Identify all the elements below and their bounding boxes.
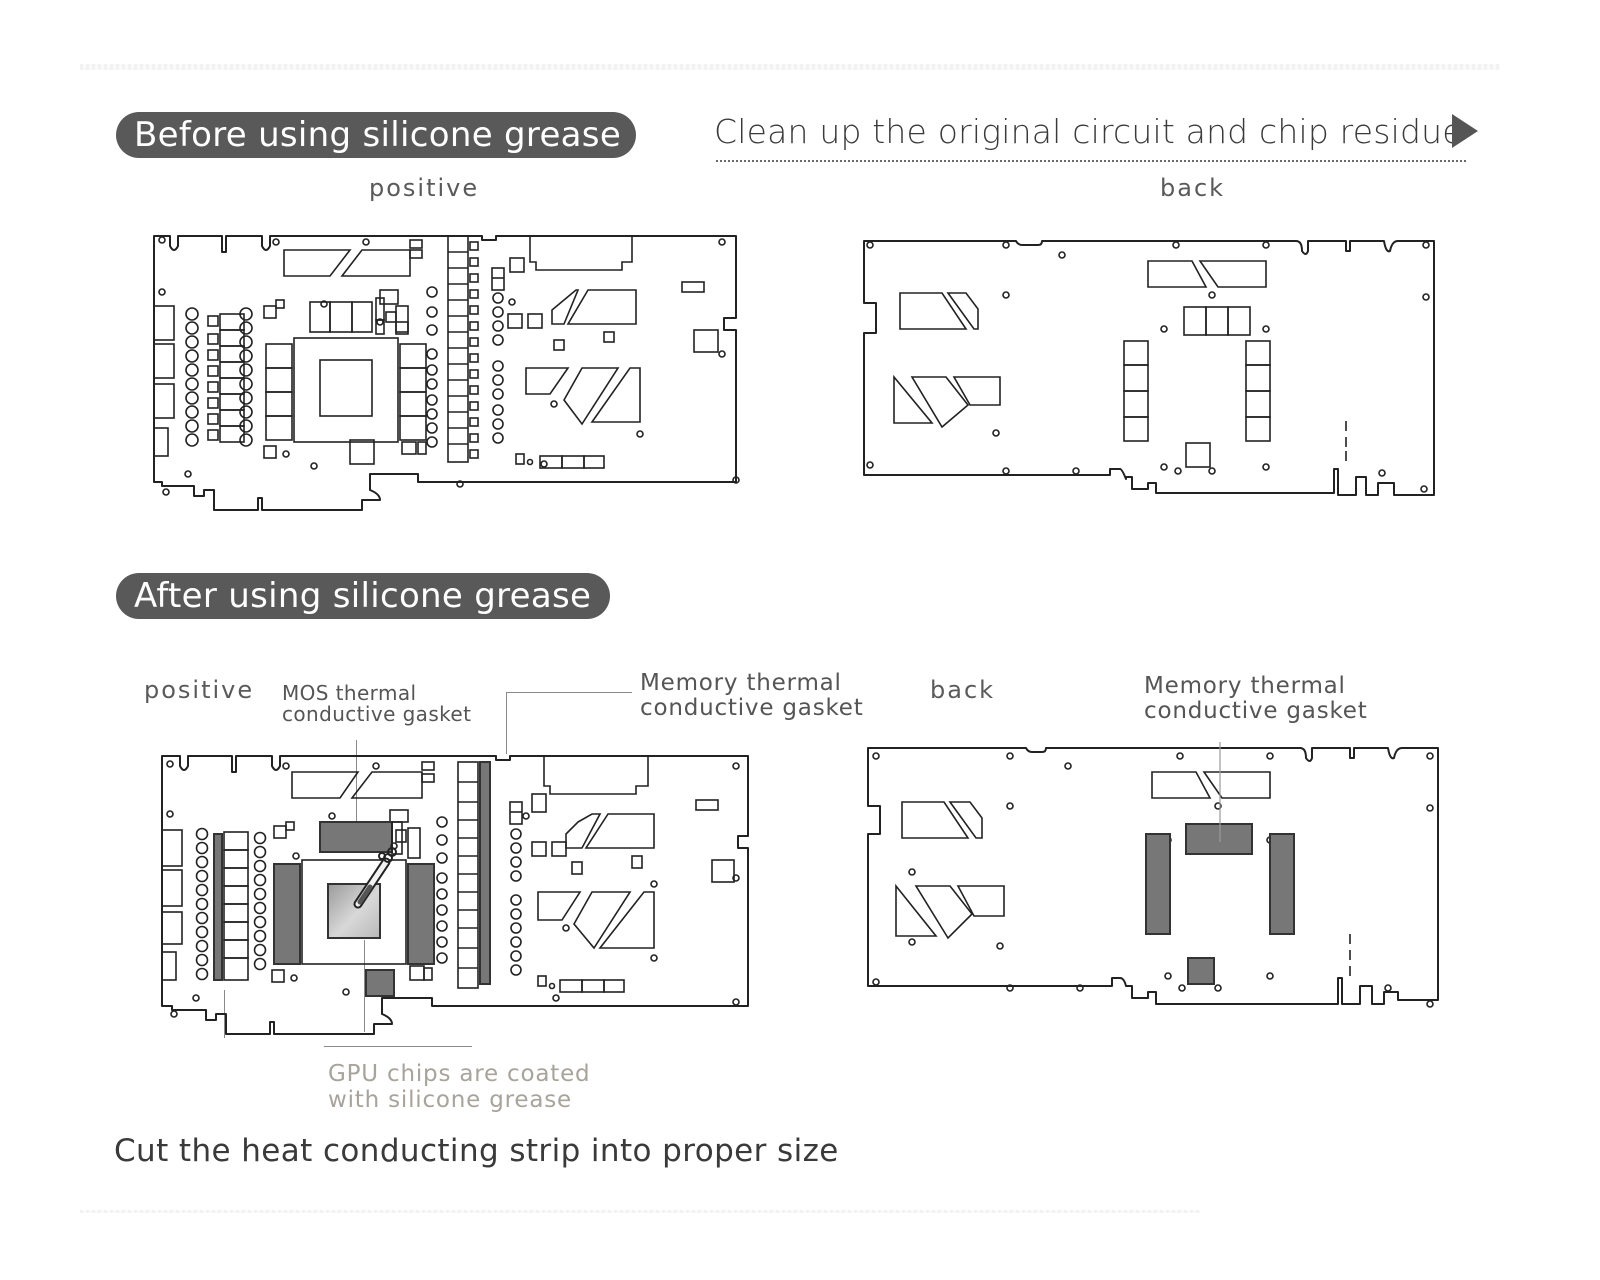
memory-front-leader-horizontal xyxy=(506,692,632,693)
pcb-front-before xyxy=(153,235,740,511)
memory-gasket-front-line-1: Memory thermal xyxy=(640,670,842,696)
before-front-label: positive xyxy=(369,174,480,202)
memory-gasket-back-line-1: Memory thermal xyxy=(1144,673,1346,699)
mos-leader-vertical xyxy=(356,740,357,830)
step-title-underline xyxy=(716,160,1466,162)
mos-gasket-callout: MOS thermal conductive gasket xyxy=(282,683,471,725)
memory-gasket-front-callout: Memory thermal conductive gasket xyxy=(640,671,864,721)
gpu-leader-horizontal xyxy=(324,1046,472,1047)
gpu-grease-line-2: with silicone grease xyxy=(328,1087,572,1113)
top-faint-band xyxy=(80,64,1500,70)
after-badge: After using silicone grease xyxy=(116,573,610,619)
mos-gasket-line-2: conductive gasket xyxy=(282,702,472,726)
step-title: Clean up the original circuit and chip r… xyxy=(714,112,1463,151)
memory-gasket-back-callout: Memory thermal conductive gasket xyxy=(1144,674,1368,724)
pcb-back-after xyxy=(867,742,1439,1008)
bottom-faint-band xyxy=(80,1210,1200,1213)
gpu-grease-line-1: GPU chips are coated xyxy=(328,1061,591,1087)
pcb-front-after xyxy=(161,755,749,1035)
after-front-label: positive xyxy=(144,676,255,704)
syringe-icon xyxy=(353,847,397,909)
play-triangle-icon xyxy=(1452,114,1478,148)
before-badge: Before using silicone grease xyxy=(116,112,636,158)
gpu-grease-callout: GPU chips are coated with silicone greas… xyxy=(328,1061,590,1113)
pcb-back-before xyxy=(863,240,1435,496)
gpu-leader-vertical xyxy=(364,940,365,1032)
after-back-label: back xyxy=(930,676,996,704)
memory-gasket-front-line-2: conductive gasket xyxy=(640,695,864,721)
footer-instruction: Cut the heat conducting strip into prope… xyxy=(114,1133,839,1169)
memory-front-leader-vertical xyxy=(506,692,507,754)
mos-gasket-line-1: MOS thermal xyxy=(282,681,417,705)
before-back-label: back xyxy=(1160,174,1226,202)
memory-gasket-back-line-2: conductive gasket xyxy=(1144,698,1368,724)
